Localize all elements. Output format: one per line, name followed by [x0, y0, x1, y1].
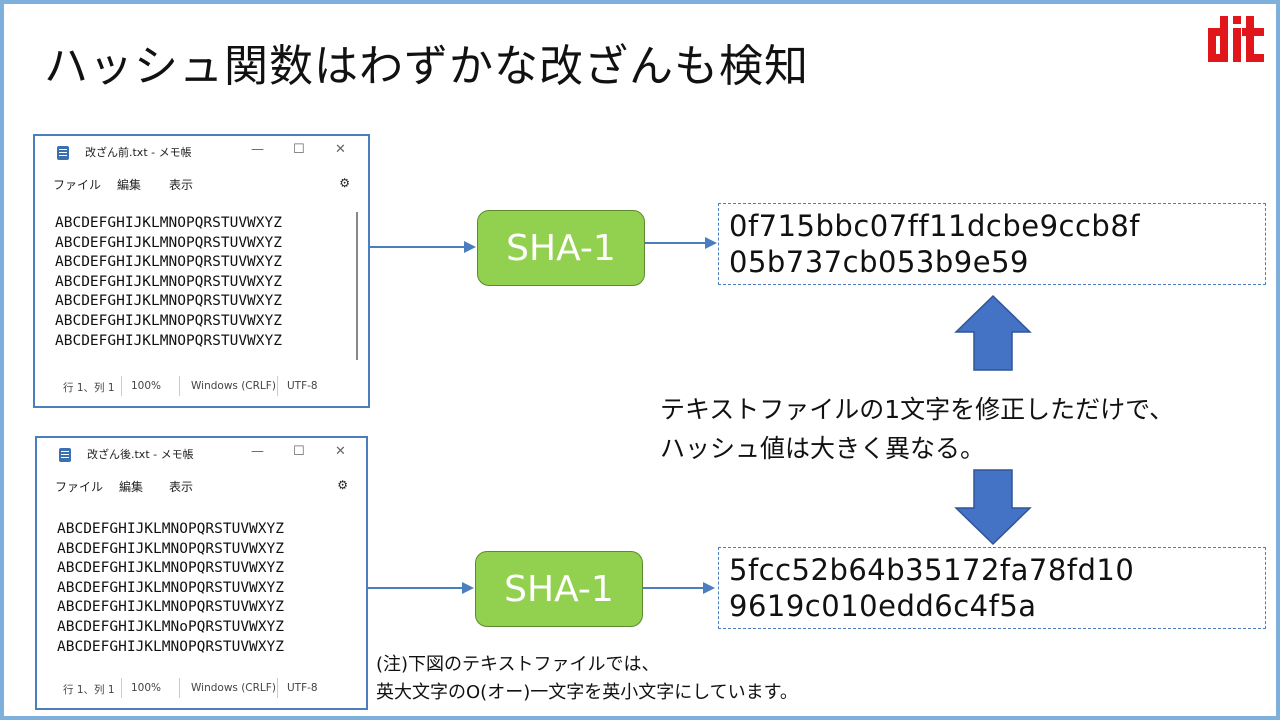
status-divider	[277, 376, 278, 396]
menu-view[interactable]: 表示	[169, 178, 194, 192]
flow-arrow-head	[705, 237, 717, 249]
maximize-icon[interactable]: ☐	[293, 142, 305, 157]
menu-file[interactable]: ファイル	[53, 178, 102, 192]
text-line: ABCDEFGHIJKLMNOPQRSTUVWXYZ	[57, 579, 284, 596]
hash-line: 5fcc52b64b35172fa78fd10	[729, 553, 1135, 587]
caption-text: テキストファイルの1文字を修正しただけで、 ハッシュ値は大きく異なる。	[660, 390, 1174, 468]
slide-title: ハッシュ関数はわずかな改ざんも検知	[44, 41, 809, 92]
notepad-icon	[59, 448, 71, 462]
notepad-statusbar: 行 1、列 1 100% Windows (CRLF) UTF-8	[35, 366, 368, 406]
down-arrow-icon	[954, 469, 1032, 546]
text-line: ABCDEFGHIJKLMNOPQRSTUVWXYZ	[57, 560, 284, 577]
status-divider	[179, 376, 180, 396]
notepad-statusbar: 行 1、列 1 100% Windows (CRLF) UTF-8	[37, 668, 366, 708]
hash-box-top: 0f715bbc07ff11dcbe9ccb8f 05b737cb053b9e5…	[718, 203, 1266, 285]
notepad-text-area[interactable]: ABCDEFGHIJKLMNOPQRSTUVWXYZ ABCDEFGHIJKLM…	[55, 214, 282, 351]
hash-line: 05b737cb053b9e59	[729, 245, 1029, 279]
text-line: ABCDEFGHIJKLMNOPQRSTUVWXYZ	[57, 638, 284, 655]
note-line: 英大文字のO(オー)一文字を英小文字にしています。	[376, 682, 798, 703]
flow-arrow-head	[462, 582, 474, 594]
status-zoom: 100%	[131, 380, 162, 392]
notepad-titlebar: 改ざん前.txt - メモ帳 — ☐ ✕	[35, 136, 368, 168]
sha1-box-top: SHA-1	[477, 210, 645, 286]
notepad-menubar: ファイル 編集 表示 ⚙	[35, 174, 368, 198]
note-line: (注)下図のテキストファイルでは、	[376, 654, 660, 675]
flow-arrow-head	[464, 241, 476, 253]
minimize-icon[interactable]: —	[251, 142, 264, 157]
notepad-titlebar: 改ざん後.txt - メモ帳 — ☐ ✕	[37, 438, 366, 470]
status-position: 行 1、列 1	[63, 382, 115, 394]
status-divider	[121, 678, 122, 698]
flow-arrow-line	[368, 587, 464, 589]
flow-arrow-line	[643, 587, 705, 589]
dit-logo	[1208, 16, 1264, 62]
status-divider	[179, 678, 180, 698]
hash-box-bottom: 5fcc52b64b35172fa78fd10 9619c010edd6c4f5…	[718, 547, 1266, 629]
up-arrow-icon	[954, 294, 1032, 371]
notepad-text-area[interactable]: ABCDEFGHIJKLMNOPQRSTUVWXYZ ABCDEFGHIJKLM…	[57, 520, 284, 657]
text-line: ABCDEFGHIJKLMNOPQRSTUVWXYZ	[55, 312, 282, 329]
notepad-menubar: ファイル 編集 表示 ⚙	[37, 476, 366, 500]
caption-line: テキストファイルの1文字を修正しただけで、	[660, 395, 1175, 424]
text-line: ABCDEFGHIJKLMNOPQRSTUVWXYZ	[55, 254, 282, 271]
caption-line: ハッシュ値は大きく異なる。	[660, 434, 986, 463]
status-zoom: 100%	[131, 682, 162, 694]
text-line: ABCDEFGHIJKLMNOPQRSTUVWXYZ	[55, 332, 282, 349]
menu-view[interactable]: 表示	[169, 480, 194, 494]
status-eol: Windows (CRLF)	[191, 380, 276, 392]
status-encoding: UTF-8	[287, 380, 318, 392]
minimize-icon[interactable]: —	[251, 444, 264, 459]
text-line: ABCDEFGHIJKLMNOPQRSTUVWXYZ	[55, 234, 282, 251]
notepad-title: 改ざん後.txt - メモ帳	[87, 448, 194, 461]
notepad-window-after: 改ざん後.txt - メモ帳 — ☐ ✕ ファイル 編集 表示 ⚙ ABCDEF…	[35, 436, 368, 710]
text-line: ABCDEFGHIJKLMNOPQRSTUVWXYZ	[57, 540, 284, 557]
text-line: ABCDEFGHIJKLMNOPQRSTUVWXYZ	[55, 273, 282, 290]
gear-icon[interactable]: ⚙	[337, 478, 348, 492]
maximize-icon[interactable]: ☐	[293, 444, 305, 459]
hash-line: 9619c010edd6c4f5a	[729, 589, 1037, 623]
status-divider	[121, 376, 122, 396]
flow-arrow-line	[370, 246, 466, 248]
notepad-title: 改ざん前.txt - メモ帳	[85, 146, 192, 159]
text-line: ABCDEFGHIJKLMNOPQRSTUVWXYZ	[57, 521, 284, 537]
text-line: ABCDEFGHIJKLMNOPQRSTUVWXYZ	[55, 293, 282, 310]
text-line: ABCDEFGHIJKLMNOPQRSTUVWXYZ	[55, 215, 282, 231]
close-icon[interactable]: ✕	[335, 142, 346, 157]
flow-arrow-line	[645, 242, 707, 244]
menu-edit[interactable]: 編集	[117, 178, 142, 192]
status-eol: Windows (CRLF)	[191, 682, 276, 694]
status-divider	[277, 678, 278, 698]
sha1-box-bottom: SHA-1	[475, 551, 643, 627]
notepad-window-before: 改ざん前.txt - メモ帳 — ☐ ✕ ファイル 編集 表示 ⚙ ABCDEF…	[33, 134, 370, 408]
notepad-icon	[57, 146, 69, 160]
hash-line: 0f715bbc07ff11dcbe9ccb8f	[729, 209, 1141, 243]
text-line: ABCDEFGHIJKLMNOPQRSTUVWXYZ	[57, 599, 284, 616]
scrollbar[interactable]	[356, 212, 358, 360]
status-position: 行 1、列 1	[63, 684, 115, 696]
text-line: ABCDEFGHIJKLMNoPQRSTUVWXYZ	[57, 618, 284, 635]
close-icon[interactable]: ✕	[335, 444, 346, 459]
flow-arrow-head	[703, 582, 715, 594]
note-text: (注)下図のテキストファイルでは、 英大文字のO(オー)一文字を英小文字にしてい…	[376, 651, 798, 707]
menu-edit[interactable]: 編集	[119, 480, 144, 494]
menu-file[interactable]: ファイル	[55, 480, 104, 494]
status-encoding: UTF-8	[287, 682, 318, 694]
gear-icon[interactable]: ⚙	[339, 176, 350, 190]
